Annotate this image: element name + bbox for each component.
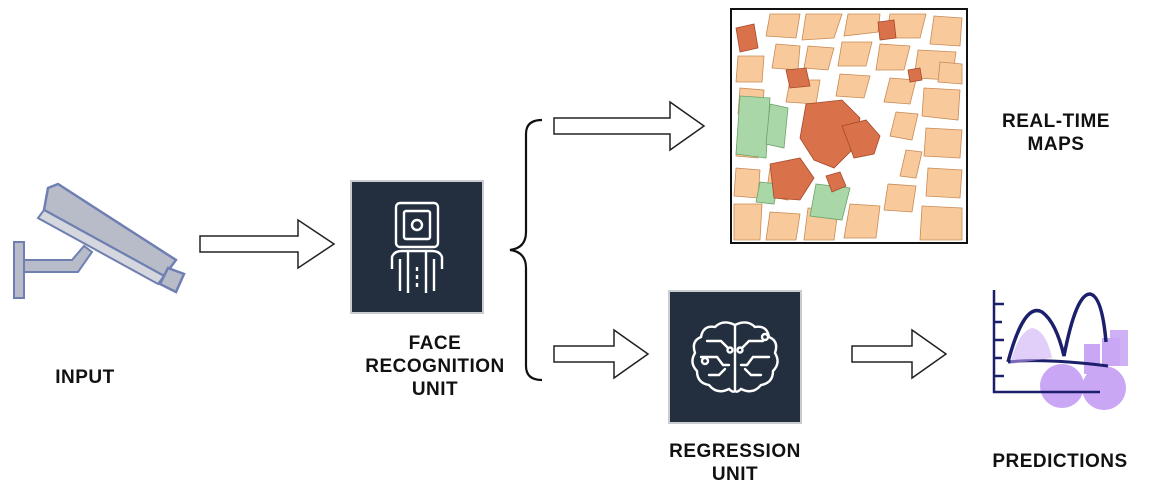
right-arrow-icon [553,328,650,380]
arrow-face-to-maps [552,100,707,152]
cctv-camera-icon [13,182,186,299]
brain-circuit-icon [691,321,779,393]
right-arrow-icon [199,218,336,270]
face-recognition-label: FACE RECOGNITION UNIT [365,333,505,401]
prediction-chart-icon [992,290,1128,410]
arrow-input-to-face [198,218,338,270]
regression-label: REGRESSION UNIT [669,441,801,486]
face-recognition-box [350,180,484,314]
regression-box [668,290,802,424]
real-time-map [730,8,968,244]
input-label: INPUT [55,367,115,388]
right-arrow-icon [553,100,706,152]
curly-brace-icon [509,118,543,382]
city-map-icon [730,8,968,244]
input-node [8,180,188,305]
arrow-face-to-regression [552,328,652,380]
face-scan-icon [390,201,444,293]
arrow-regression-to-predictions [850,328,950,380]
branch-brace [500,116,550,386]
real-time-maps-label: REAL-TIME MAPS [1002,111,1110,156]
right-arrow-icon [851,328,948,380]
predictions-label: PREDICTIONS [992,451,1128,472]
predictions-node [984,282,1134,412]
